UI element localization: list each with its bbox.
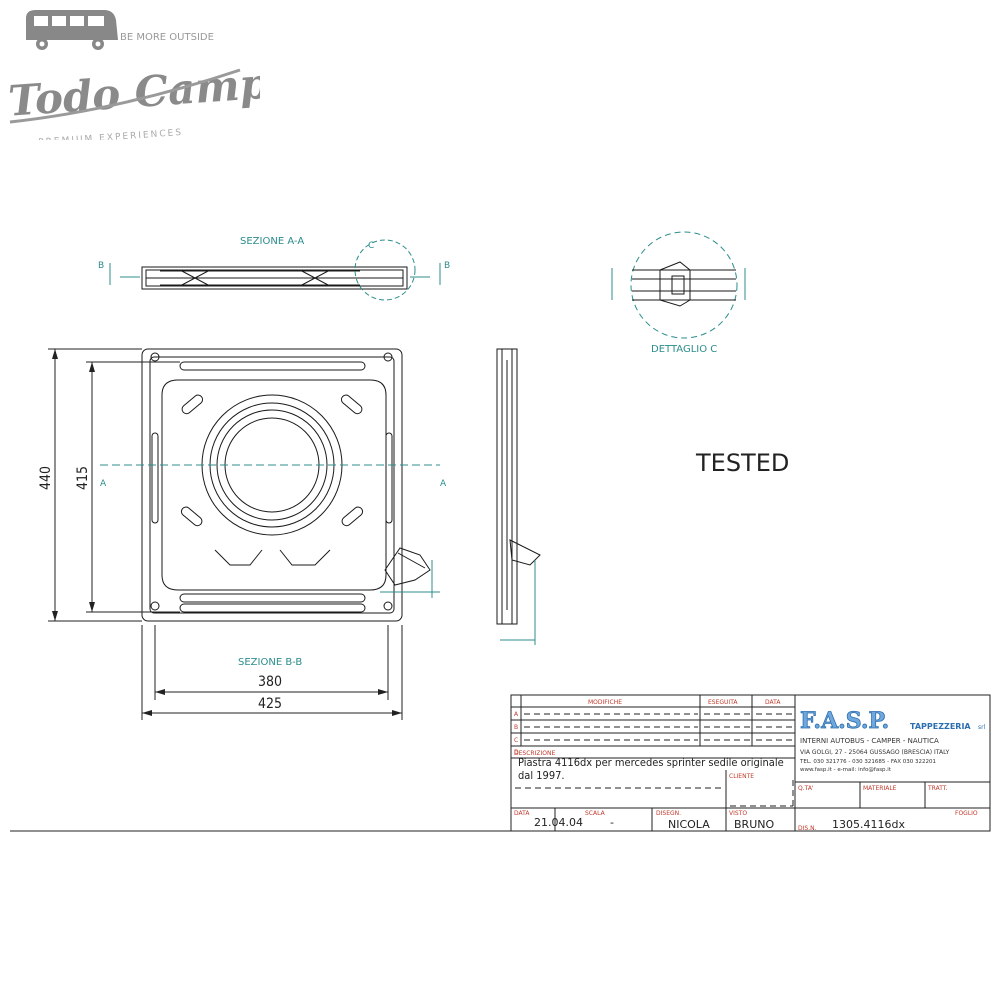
section-aa-view [109, 239, 441, 301]
header-data: DATA [765, 699, 781, 706]
detail-c-view [611, 231, 746, 339]
dimension-lines [48, 348, 440, 720]
tratt-label: TRATT. [927, 785, 948, 792]
rev-letter-c: C [514, 737, 518, 744]
disegn-value: NICOLA [668, 818, 710, 831]
dimension-415: 415 [75, 466, 91, 490]
logo-tagline: BE MORE OUTSIDE [120, 32, 214, 43]
todo-campers-logo: BE MORE OUTSIDE Todo Campers PREMIUM EXP… [7, 10, 260, 140]
company-line3: TEL. 030 321776 - 030 321685 - FAX 030 3… [799, 759, 936, 765]
header-modifiche: MODIFICHE [588, 699, 622, 706]
plate-side-section [496, 348, 541, 645]
title-block: MODIFICHE ESEGUITA DATA A B C D DESCRIZI… [510, 694, 991, 832]
section-c-marker: C [368, 241, 374, 251]
data-label: DATA [514, 810, 530, 817]
header-eseguita: ESEGUITA [708, 699, 738, 706]
qta-label: Q.TA' [798, 785, 814, 792]
dimension-440: 440 [38, 466, 54, 490]
description-text: Piastra 4116dx per mercedes sprinter sed… [518, 756, 784, 782]
marker-a-right: A [440, 479, 447, 489]
marker-b-right: B [444, 261, 450, 271]
visto-label: VISTO [729, 810, 747, 817]
company-name: F.A.S.P. [800, 708, 889, 734]
marker-a-left: A [100, 479, 107, 489]
scala-label: SCALA [585, 810, 606, 817]
marker-b-left: B [98, 261, 104, 271]
section-aa-label: SEZIONE A-A [240, 236, 304, 247]
disegn-label: DISEGN. [656, 810, 681, 817]
company-line1: INTERNI AUTOBUS - CAMPER - NAUTICA [800, 737, 939, 745]
company-tag: TAPPEZZERIA [910, 722, 971, 731]
date-value: 21.04.04 [534, 816, 583, 829]
tested-stamp: TESTED [695, 449, 789, 477]
company-line2: VIA GOLGI, 27 - 25064 GUSSAGO (BRESCIA) … [800, 749, 950, 756]
scala-value: - [610, 816, 614, 829]
rev-letter-a: A [514, 711, 519, 718]
visto-value: BRUNO [734, 818, 774, 831]
dis-label: DIS.N. [798, 825, 817, 832]
section-bb-label: SEZIONE B-B [238, 657, 302, 668]
van-icon [26, 10, 118, 50]
dis-value: 1305.4116dx [832, 818, 905, 831]
dimension-380: 380 [258, 674, 282, 690]
company-line4: www.fasp.it - e-mail: info@fasp.it [800, 767, 892, 773]
materiale-label: MATERIALE [863, 785, 897, 792]
dimension-425: 425 [258, 696, 282, 712]
rev-letter-b: B [514, 724, 518, 731]
plate-top-view [100, 348, 440, 622]
foglio-label: FOGLIO [955, 810, 978, 817]
detail-c-label: DETTAGLIO C [651, 344, 717, 355]
cliente-label: CLIENTE [729, 773, 754, 780]
rev-letter-d: D [514, 749, 519, 756]
company-srl: srl [978, 724, 986, 731]
descrizione-label: DESCRIZIONE [514, 750, 555, 757]
